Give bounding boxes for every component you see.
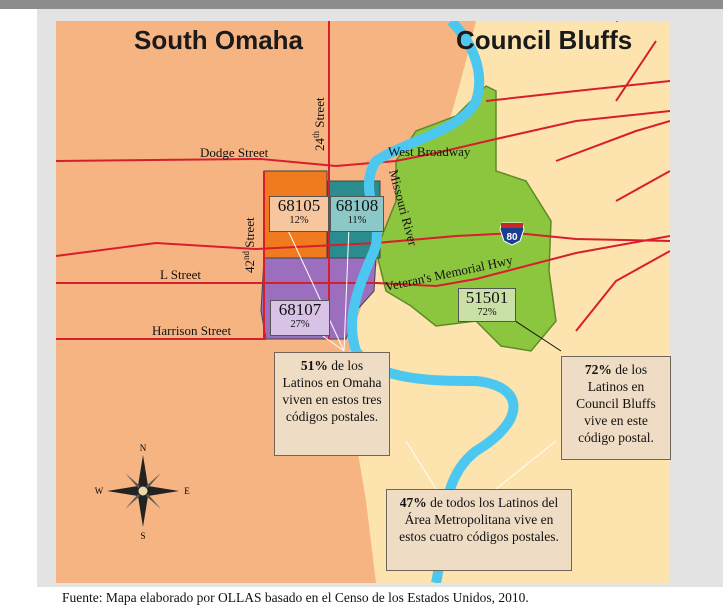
harrison-street-label: Harrison Street: [152, 323, 231, 338]
compass-n: N: [140, 443, 147, 453]
interstate-shield: 80: [499, 222, 525, 246]
callout-metro: 47% de todos los Latinos del Área Metrop…: [386, 489, 572, 571]
roads: [56, 21, 670, 340]
north-road-cb: [485, 80, 670, 102]
zip-label-68105: 68105 12%: [269, 196, 329, 232]
compass-w: W: [95, 486, 104, 496]
interstate-number: 80: [506, 232, 518, 243]
l-street-label: L Street: [160, 267, 201, 282]
42nd-street-label: 42nd Street: [241, 217, 257, 273]
callout-omaha: 51% de los Latinos en Omaha viven en est…: [274, 352, 390, 456]
24th-street-label: 24th Street: [311, 97, 327, 151]
council-bluffs-title: Council Bluffs: [456, 25, 632, 55]
compass-s: S: [140, 531, 145, 541]
zip-label-68108: 68108 11%: [330, 196, 384, 232]
northeast-road: [615, 40, 657, 102]
compass-e: E: [184, 486, 190, 496]
dodge-street-label: Dodge Street: [200, 145, 269, 160]
zip-label-51501: 51501 72%: [458, 288, 516, 322]
dodge-street-road: [56, 110, 670, 168]
southeast-road-cb: [575, 250, 670, 332]
interstate-80-road: [56, 231, 670, 257]
west-broadway-label: West Broadway: [388, 144, 471, 159]
east-road-cb-2: [615, 170, 670, 202]
east-road-cb: [555, 120, 670, 162]
missouri-river: [347, 21, 519, 583]
source-caption: Fuente: Mapa elaborado por OLLAS basado …: [62, 590, 529, 605]
top-bar: [0, 0, 723, 9]
l-street-road: [56, 235, 670, 288]
compass-rose: N S E W: [95, 443, 191, 541]
callout-council-bluffs: 72% de los Latinos en Council Bluffs viv…: [561, 356, 671, 460]
map: 80 South Omaha Council Bluffs Dodge Stre…: [56, 21, 670, 583]
south-omaha-title: South Omaha: [134, 25, 304, 55]
zip-label-68107: 68107 27%: [270, 300, 330, 336]
